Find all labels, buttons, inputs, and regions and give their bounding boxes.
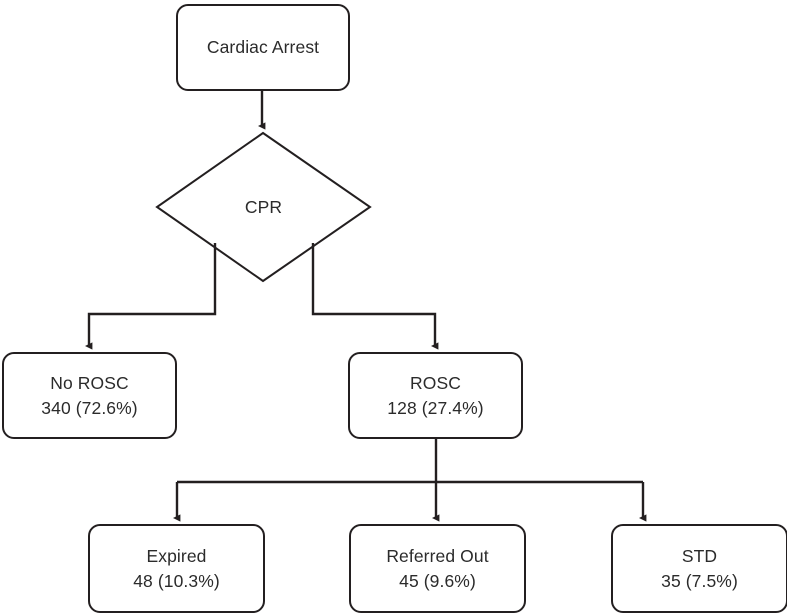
node-no-rosc-value: 340 (72.6%) [41, 397, 138, 418]
node-cardiac-arrest[interactable]: Cardiac Arrest [176, 4, 350, 91]
node-expired[interactable]: Expired 48 (10.3%) [88, 524, 265, 613]
node-referred-out[interactable]: Referred Out 45 (9.6%) [349, 524, 526, 613]
node-std-value: 35 (7.5%) [661, 570, 738, 591]
node-rosc-label: ROSC [410, 372, 461, 393]
node-expired-value: 48 (10.3%) [133, 570, 220, 591]
node-std-label: STD [681, 545, 718, 566]
node-cpr-label: CPR [244, 197, 283, 217]
node-std[interactable]: STD 35 (7.5%) [611, 524, 787, 613]
node-cardiac-arrest-label: Cardiac Arrest [206, 37, 320, 58]
node-expired-label: Expired [146, 545, 207, 566]
node-rosc[interactable]: ROSC 128 (27.4%) [348, 352, 523, 439]
node-referred-out-label: Referred Out [386, 545, 489, 566]
edge-decision-to-rosc [311, 243, 439, 350]
node-no-rosc[interactable]: No ROSC 340 (72.6%) [2, 352, 177, 439]
node-no-rosc-label: No ROSC [50, 372, 129, 393]
cpr-decision-diamond [155, 131, 372, 283]
edge-decision-to-no-rosc [84, 243, 217, 350]
node-referred-out-value: 45 (9.6%) [399, 570, 476, 591]
node-rosc-value: 128 (27.4%) [387, 397, 484, 418]
